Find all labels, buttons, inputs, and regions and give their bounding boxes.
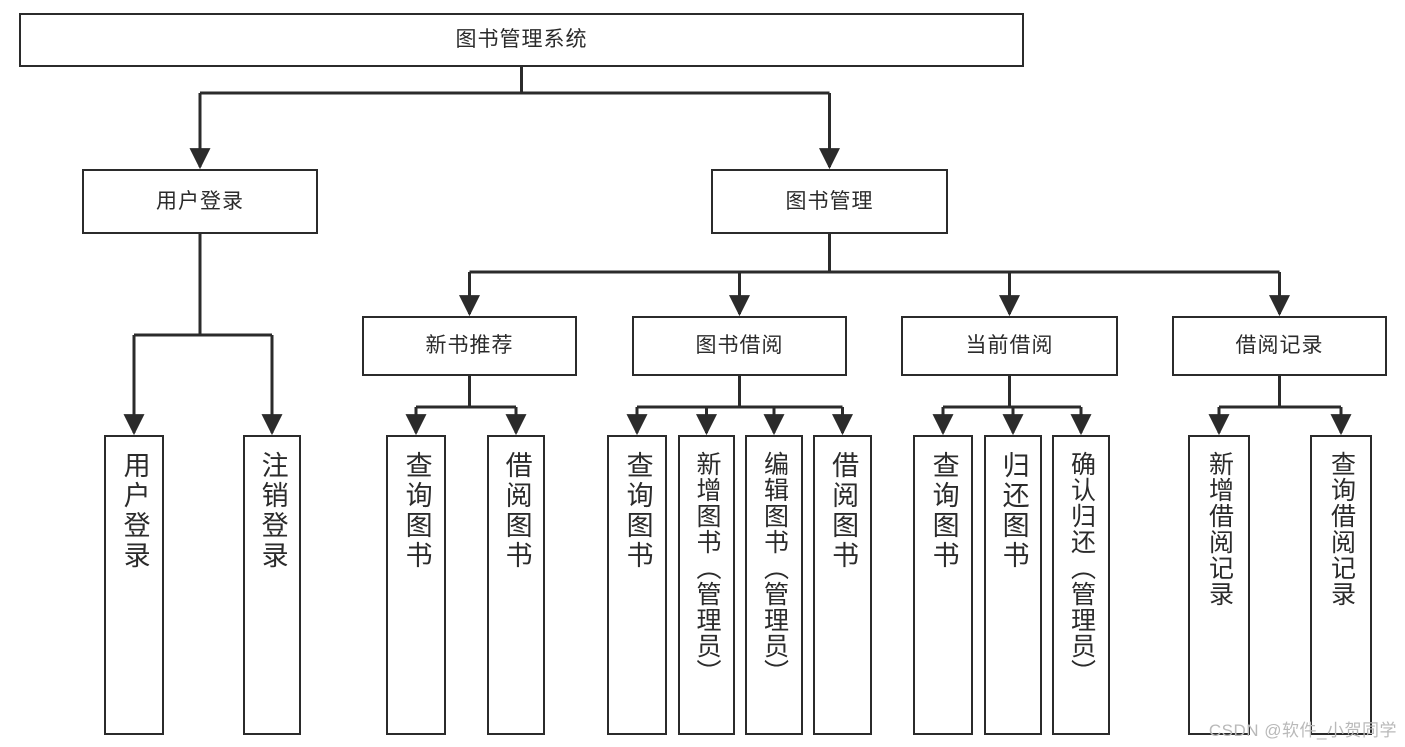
node-l-queryb3[interactable]: 查询图书 [913,435,973,735]
node-label: 图书借阅 [695,334,784,358]
node-label: 用户登录 [119,451,150,571]
node-label: 确认归还（管理员） [1067,451,1096,685]
node-label: 查询借阅记录 [1327,451,1356,607]
node-l-addbook[interactable]: 新增图书（管理员） [678,435,735,735]
node-label: 查询图书 [928,451,959,571]
node-borrow[interactable]: 图书借阅 [632,316,847,376]
node-label: 用户登录 [156,189,244,213]
node-l-logout[interactable]: 注销登录 [243,435,301,735]
node-l-addrecord[interactable]: 新增借阅记录 [1188,435,1250,735]
node-l-confirmreturn[interactable]: 确认归还（管理员） [1052,435,1110,735]
node-label: 新书推荐 [425,334,514,358]
node-record[interactable]: 借阅记录 [1172,316,1387,376]
node-label: 借阅记录 [1235,334,1324,358]
node-label: 当前借阅 [965,334,1054,358]
node-l-queryb2[interactable]: 查询图书 [607,435,667,735]
node-l-queryb1[interactable]: 查询图书 [386,435,446,735]
node-label: 新增借阅记录 [1205,451,1234,607]
node-l-userlogin[interactable]: 用户登录 [104,435,164,735]
node-label: 注销登录 [257,451,288,571]
node-newbook[interactable]: 新书推荐 [362,316,577,376]
node-label: 编辑图书（管理员） [760,451,789,685]
node-root[interactable]: 图书管理系统 [19,13,1024,67]
node-label: 图书管理 [785,189,874,213]
node-l-borrowb2[interactable]: 借阅图书 [813,435,872,735]
node-label: 新增图书（管理员） [693,451,721,685]
node-label: 归还图书 [998,451,1029,571]
node-label: 借阅图书 [501,451,532,571]
node-l-borrowb1[interactable]: 借阅图书 [487,435,545,735]
node-l-queryrecord[interactable]: 查询借阅记录 [1310,435,1372,735]
node-l-returnbook[interactable]: 归还图书 [984,435,1042,735]
node-bookmgmt[interactable]: 图书管理 [711,169,948,234]
node-label: 图书管理系统 [455,28,588,52]
node-label: 借阅图书 [828,451,859,571]
node-current[interactable]: 当前借阅 [901,316,1118,376]
node-label: 查询图书 [401,451,432,571]
node-label: 查询图书 [622,451,653,571]
node-login[interactable]: 用户登录 [82,169,318,234]
node-l-editbook[interactable]: 编辑图书（管理员） [745,435,803,735]
watermark: CSDN @软件_小贺同学 [1208,721,1397,740]
